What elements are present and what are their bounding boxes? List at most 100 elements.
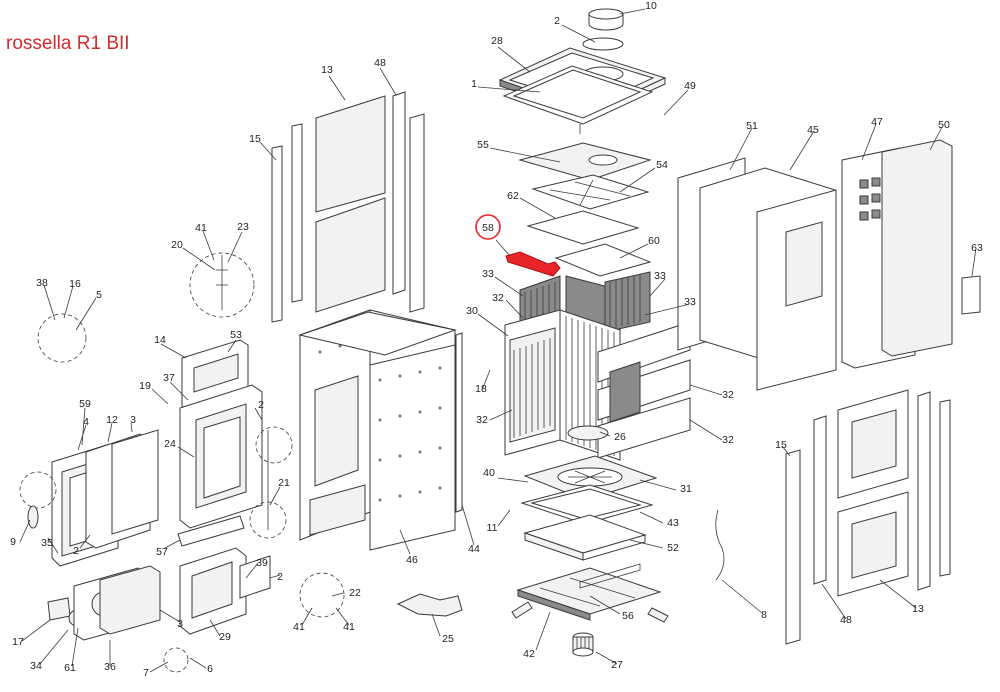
- callout-22: 22: [349, 587, 361, 599]
- callout-40: 40: [483, 467, 495, 479]
- callout-21: 21: [278, 477, 290, 489]
- firebox-body-part-30: [504, 309, 691, 461]
- bar-part-56: [579, 563, 641, 589]
- callout-57: 57: [156, 546, 168, 558]
- callout-27: 27: [611, 659, 623, 671]
- callout-50: 50: [938, 119, 950, 131]
- callout-49: 49: [684, 80, 696, 92]
- callout-62: 62: [507, 190, 519, 202]
- callout-47: 47: [871, 116, 883, 128]
- rail-right-b: [939, 399, 951, 577]
- callout-32: 32: [492, 292, 504, 304]
- baffle-plate-part-55: [518, 142, 652, 181]
- flue-collar-part-10: [588, 8, 624, 31]
- rail-right: [917, 391, 931, 591]
- rail-left-small: [291, 123, 303, 303]
- side-strip-part-44: [455, 332, 463, 513]
- strip-part-15: [271, 145, 283, 323]
- callout-3: 3: [130, 414, 136, 426]
- strip-part-15b: [785, 449, 801, 645]
- callout-2: 2: [73, 545, 79, 557]
- plate-part-17: [47, 597, 71, 621]
- callout-37: 37: [163, 372, 175, 384]
- side-panel-part-13: [315, 95, 386, 313]
- callout-45: 45: [807, 124, 819, 136]
- callout-2: 2: [258, 399, 264, 411]
- callout-55: 55: [477, 139, 489, 151]
- callout-5: 5: [96, 289, 102, 301]
- callout-3: 3: [177, 618, 183, 630]
- grate-frame-part-31: [523, 455, 658, 501]
- side-panel-part-45: [699, 167, 837, 391]
- gasket-ring-part-2: [582, 37, 624, 51]
- detail-circle-7: [163, 647, 189, 673]
- callout-1: 1: [471, 78, 477, 90]
- callout-16: 16: [69, 278, 81, 290]
- callout-39: 39: [256, 557, 268, 569]
- callout-41: 41: [343, 621, 355, 633]
- callout-23: 23: [237, 221, 249, 233]
- door-frame-part-37: [179, 384, 263, 529]
- callout-20: 20: [171, 239, 183, 251]
- callout-15: 15: [775, 439, 787, 451]
- baffle-support-part-54: [531, 174, 650, 210]
- callout-31: 31: [680, 483, 692, 495]
- diagram-title: rossella R1 BII: [6, 33, 130, 54]
- callout-13: 13: [321, 64, 333, 76]
- callout-60: 60: [648, 235, 660, 247]
- cable-part-8: [715, 509, 725, 581]
- baffle-plate-part-62: [526, 210, 640, 245]
- callout-41: 41: [195, 222, 207, 234]
- detail-circle-20: [189, 252, 255, 318]
- sensor-part-20: [216, 255, 228, 310]
- callout-33: 33: [482, 268, 494, 280]
- callout-58[interactable]: 58: [482, 222, 494, 234]
- lower-door-part-29: [179, 547, 247, 635]
- grate-part-26: [567, 425, 609, 441]
- callout-11: 11: [487, 522, 498, 534]
- handle-part-9: [27, 505, 39, 529]
- side-panel-part-13b: [837, 389, 909, 597]
- callout-2: 2: [277, 571, 283, 583]
- callout-52: 52: [667, 542, 679, 554]
- gasket-part-3: [111, 429, 159, 535]
- label-part-63: [961, 275, 981, 315]
- callout-48: 48: [840, 614, 852, 626]
- callout-38: 38: [36, 277, 48, 289]
- callout-28: 28: [491, 35, 503, 47]
- callout-8: 8: [761, 609, 767, 621]
- detail-circle-22: [299, 572, 345, 618]
- callout-labels: 10 2 28 1 49 55 54 62 58 60 33 33 33 32 …: [10, 0, 983, 679]
- callout-43: 43: [667, 517, 679, 529]
- callout-15: 15: [249, 133, 261, 145]
- callout-34: 34: [30, 660, 42, 672]
- callout-13: 13: [912, 603, 924, 615]
- gasket-part-39: [239, 555, 271, 599]
- foot-left: [511, 601, 533, 619]
- callout-51: 51: [746, 120, 758, 132]
- callout-12: 12: [106, 414, 118, 426]
- callout-35: 35: [41, 537, 53, 549]
- base-plate-part-42: [516, 567, 662, 621]
- callout-32: 32: [722, 434, 734, 446]
- callout-53: 53: [230, 329, 242, 341]
- cabinet-frame-part-46: [298, 309, 457, 551]
- highlighted-part-58[interactable]: [505, 251, 561, 277]
- callout-56: 56: [622, 610, 634, 622]
- grille-part-50: [881, 139, 953, 357]
- callout-30: 30: [466, 305, 478, 317]
- top-frame-part-1: [502, 65, 654, 125]
- callout-41: 41: [293, 621, 305, 633]
- leader-lines: [19, 8, 977, 673]
- callout-42: 42: [523, 648, 535, 660]
- rail-part-48b: [409, 113, 425, 313]
- callout-33: 33: [654, 270, 666, 282]
- rail-part-48c: [813, 415, 827, 585]
- detail-circle-38: [37, 313, 87, 363]
- callout-32: 32: [722, 389, 734, 401]
- ash-flap-part-57: [177, 515, 245, 547]
- callout-14: 14: [154, 334, 166, 346]
- ash-pan-part-52: [523, 514, 647, 561]
- callout-36: 36: [104, 661, 116, 673]
- callout-59: 59: [79, 398, 91, 410]
